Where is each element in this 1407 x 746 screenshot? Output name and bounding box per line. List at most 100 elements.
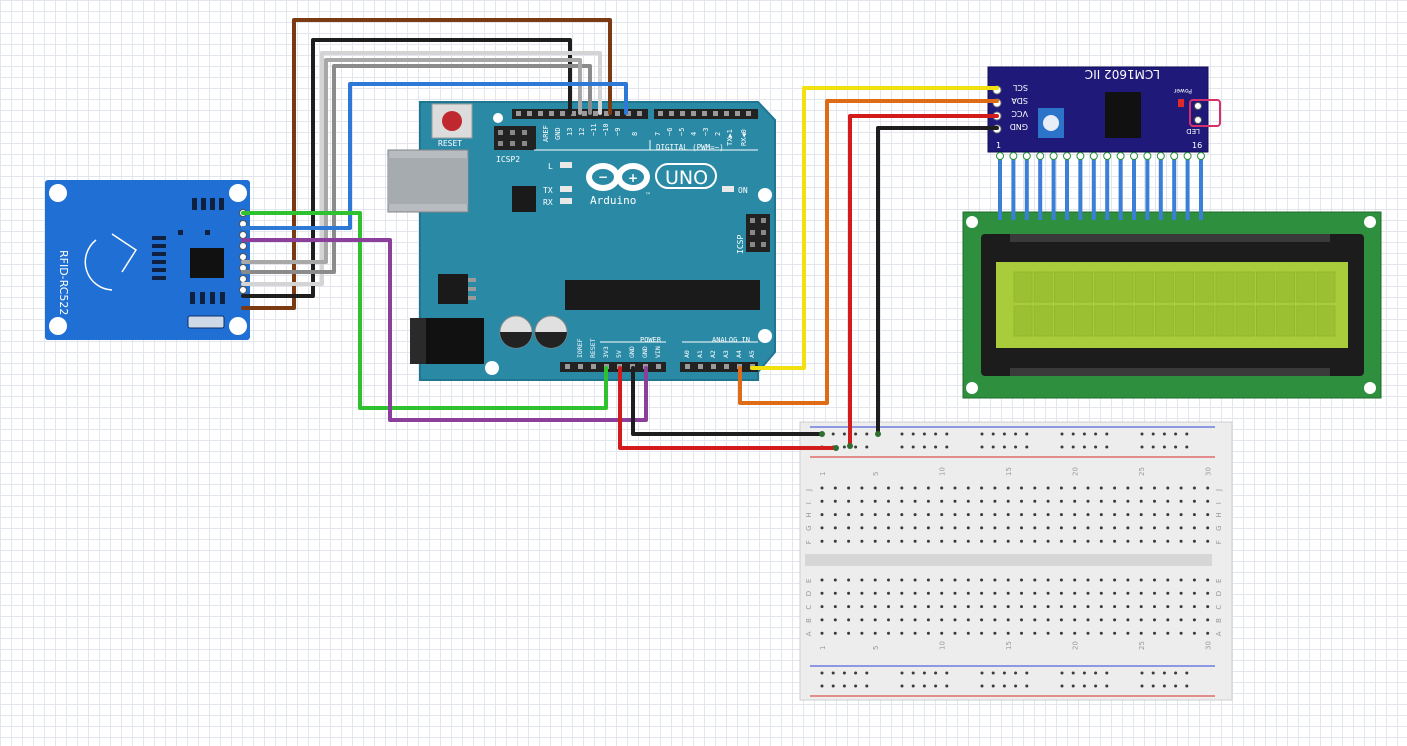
terminal-hole[interactable] <box>1139 591 1143 595</box>
header-pin-hole[interactable] <box>637 111 642 116</box>
terminal-hole[interactable] <box>926 526 930 530</box>
terminal-hole[interactable] <box>980 605 984 609</box>
terminal-hole[interactable] <box>1126 513 1130 517</box>
rail-hole[interactable] <box>1094 671 1098 675</box>
terminal-hole[interactable] <box>926 591 930 595</box>
terminal-hole[interactable] <box>953 513 957 517</box>
wire-purple-gnd[interactable] <box>241 238 648 422</box>
terminal-hole[interactable] <box>1006 631 1010 635</box>
terminal-hole[interactable] <box>900 605 904 609</box>
rail-hole[interactable] <box>820 684 824 688</box>
rail-hole[interactable] <box>1151 684 1155 688</box>
terminal-hole[interactable] <box>926 539 930 543</box>
terminal-hole[interactable] <box>1139 486 1143 490</box>
terminal-hole[interactable] <box>873 578 877 582</box>
terminal-hole[interactable] <box>993 618 997 622</box>
lcd-1602-display[interactable] <box>962 211 1382 399</box>
wires[interactable] <box>241 18 999 450</box>
terminal-hole[interactable] <box>1033 499 1037 503</box>
header-pin-hole[interactable] <box>691 111 696 116</box>
terminal-hole[interactable] <box>1073 591 1077 595</box>
terminal-hole[interactable] <box>953 486 957 490</box>
rail-hole[interactable] <box>842 684 846 688</box>
rail-hole[interactable] <box>1185 684 1189 688</box>
terminal-hole[interactable] <box>980 526 984 530</box>
rail-hole[interactable] <box>865 432 869 436</box>
rail-hole[interactable] <box>854 684 858 688</box>
terminal-hole[interactable] <box>1179 591 1183 595</box>
terminal-hole[interactable] <box>820 499 824 503</box>
terminal-hole[interactable] <box>940 486 944 490</box>
terminal-hole[interactable] <box>820 526 824 530</box>
terminal-hole[interactable] <box>1113 513 1117 517</box>
terminal-hole[interactable] <box>953 499 957 503</box>
terminal-hole[interactable] <box>820 618 824 622</box>
terminal-hole[interactable] <box>1206 499 1210 503</box>
rail-hole[interactable] <box>1174 671 1178 675</box>
terminal-hole[interactable] <box>873 591 877 595</box>
rail-hole[interactable] <box>1094 445 1098 449</box>
terminal-hole[interactable] <box>1113 486 1117 490</box>
terminal-hole[interactable] <box>1126 499 1130 503</box>
header-pin-hole[interactable] <box>711 364 716 369</box>
terminal-hole[interactable] <box>966 526 970 530</box>
header-pin-hole[interactable] <box>516 111 521 116</box>
terminal-hole[interactable] <box>1126 605 1130 609</box>
terminal-hole[interactable] <box>926 486 930 490</box>
terminal-hole[interactable] <box>860 631 864 635</box>
terminal-hole[interactable] <box>1179 499 1183 503</box>
terminal-hole[interactable] <box>926 513 930 517</box>
terminal-hole[interactable] <box>1166 513 1170 517</box>
rail-hole[interactable] <box>1025 432 1029 436</box>
rail-hole[interactable] <box>934 445 938 449</box>
terminal-hole[interactable] <box>1126 526 1130 530</box>
header-pin-hole[interactable] <box>713 111 718 116</box>
rail-hole[interactable] <box>1140 671 1144 675</box>
wire-black-gnd-lcd[interactable] <box>876 126 999 436</box>
terminal-hole[interactable] <box>847 605 851 609</box>
rail-hole[interactable] <box>980 684 984 688</box>
terminal-hole[interactable] <box>1166 605 1170 609</box>
terminal-hole[interactable] <box>1206 539 1210 543</box>
terminal-hole[interactable] <box>1192 578 1196 582</box>
rail-hole[interactable] <box>1060 684 1064 688</box>
terminal-hole[interactable] <box>966 539 970 543</box>
terminal-hole[interactable] <box>926 499 930 503</box>
terminal-hole[interactable] <box>926 578 930 582</box>
terminal-hole[interactable] <box>1033 605 1037 609</box>
rail-hole[interactable] <box>1185 445 1189 449</box>
terminal-hole[interactable] <box>1206 618 1210 622</box>
terminal-hole[interactable] <box>887 513 890 517</box>
rail-hole[interactable] <box>1082 684 1086 688</box>
terminal-hole[interactable] <box>1073 578 1077 582</box>
terminal-hole[interactable] <box>873 631 877 635</box>
rail-hole[interactable] <box>1151 432 1155 436</box>
terminal-hole[interactable] <box>873 486 877 490</box>
terminal-hole[interactable] <box>1139 631 1143 635</box>
terminal-hole[interactable] <box>887 526 890 530</box>
terminal-hole[interactable] <box>993 578 997 582</box>
rail-hole[interactable] <box>1014 684 1018 688</box>
terminal-hole[interactable] <box>1020 618 1023 622</box>
terminal-hole[interactable] <box>966 499 970 503</box>
rail-hole[interactable] <box>1162 671 1166 675</box>
terminal-hole[interactable] <box>1046 539 1050 543</box>
terminal-hole[interactable] <box>940 605 944 609</box>
terminal-hole[interactable] <box>993 486 997 490</box>
rail-hole[interactable] <box>1094 684 1098 688</box>
terminal-hole[interactable] <box>820 578 824 582</box>
terminal-hole[interactable] <box>1020 526 1023 530</box>
header-pin-hole[interactable] <box>656 364 661 369</box>
terminal-hole[interactable] <box>1073 631 1077 635</box>
terminal-hole[interactable] <box>1046 513 1050 517</box>
terminal-hole[interactable] <box>1033 591 1037 595</box>
terminal-hole[interactable] <box>1059 631 1063 635</box>
header-pin-hole[interactable] <box>591 364 596 369</box>
terminal-hole[interactable] <box>1099 591 1103 595</box>
rail-hole[interactable] <box>980 432 984 436</box>
rail-hole[interactable] <box>1140 684 1144 688</box>
terminal-hole[interactable] <box>966 486 970 490</box>
terminal-hole[interactable] <box>953 578 957 582</box>
terminal-hole[interactable] <box>1126 618 1130 622</box>
terminal-hole[interactable] <box>847 526 851 530</box>
